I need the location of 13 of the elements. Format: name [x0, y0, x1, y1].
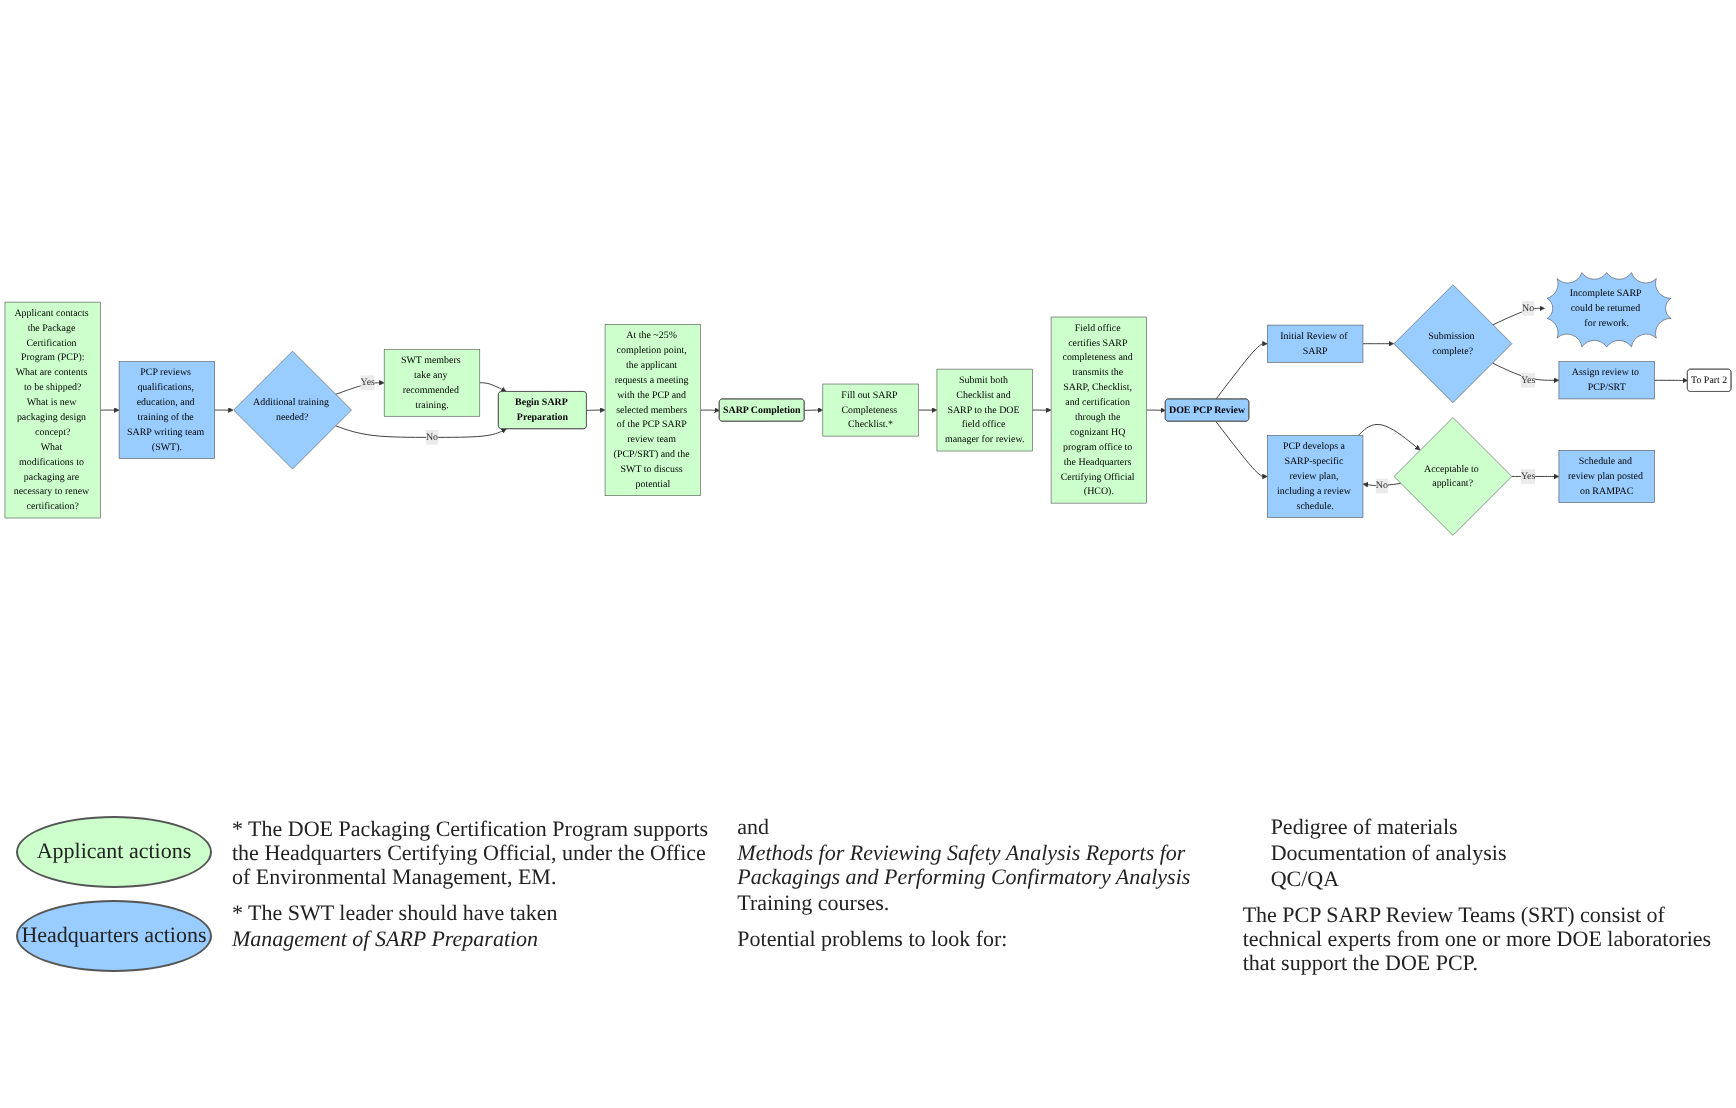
note-text: Methods for Reviewing Safety Analysis Reports for Packagings and Performing Confirmatory Analysis: [737, 842, 1193, 890]
note-text: Training courses.: [737, 892, 892, 916]
note-text: Management of SARP Preparation: [232, 928, 541, 952]
note-text: The PCP SARP Review Teams (SRT) consist of technical experts from one or more DOE laboratories that support the DOE PCP.: [1242, 904, 1714, 976]
note-text: * The DOE Packaging Certification Program supports the Headquarters Certifying Official, under the Office of Environmental Management, EM.: [232, 818, 710, 890]
legend-swatch: Headquarters actions: [16, 900, 212, 972]
note-text: Pedigree of materials: [1268, 816, 1460, 840]
note-text: Documentation of analysis: [1268, 842, 1509, 866]
legend-swatch: Applicant actions: [16, 816, 212, 888]
note-text: QC/QA: [1268, 868, 1342, 892]
note-text: and: [737, 816, 772, 840]
note-text: Potential problems to look for:: [737, 928, 1010, 952]
note-text: * The SWT leader should have taken: [232, 902, 560, 926]
